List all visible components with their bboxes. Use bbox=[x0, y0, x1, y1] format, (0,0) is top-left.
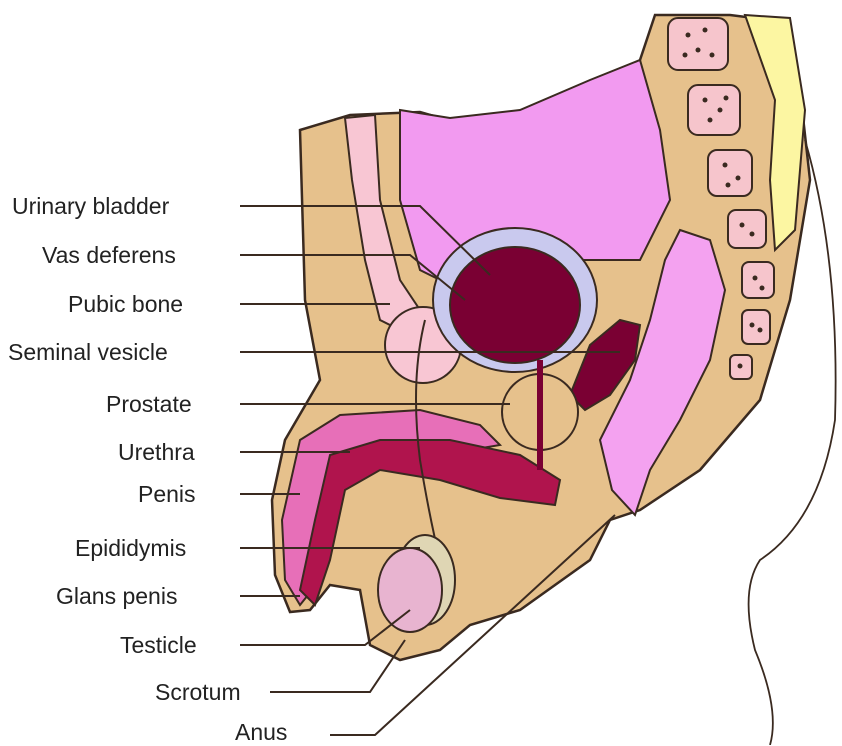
label-testicle: Testicle bbox=[120, 631, 197, 659]
urinary-bladder-shape bbox=[450, 247, 580, 363]
label-vas-deferens: Vas deferens bbox=[42, 241, 176, 269]
label-anus: Anus bbox=[235, 718, 287, 746]
label-epididymis: Epididymis bbox=[75, 534, 186, 562]
label-scrotum: Scrotum bbox=[155, 678, 241, 706]
label-pubic-bone: Pubic bone bbox=[68, 290, 183, 318]
label-glans-penis: Glans penis bbox=[56, 582, 177, 610]
label-urethra: Urethra bbox=[118, 438, 195, 466]
testicle-shape bbox=[378, 548, 442, 632]
label-urinary-bladder: Urinary bladder bbox=[12, 192, 169, 220]
label-seminal-vesicle: Seminal vesicle bbox=[8, 338, 168, 366]
label-prostate: Prostate bbox=[106, 390, 192, 418]
label-penis: Penis bbox=[138, 480, 196, 508]
